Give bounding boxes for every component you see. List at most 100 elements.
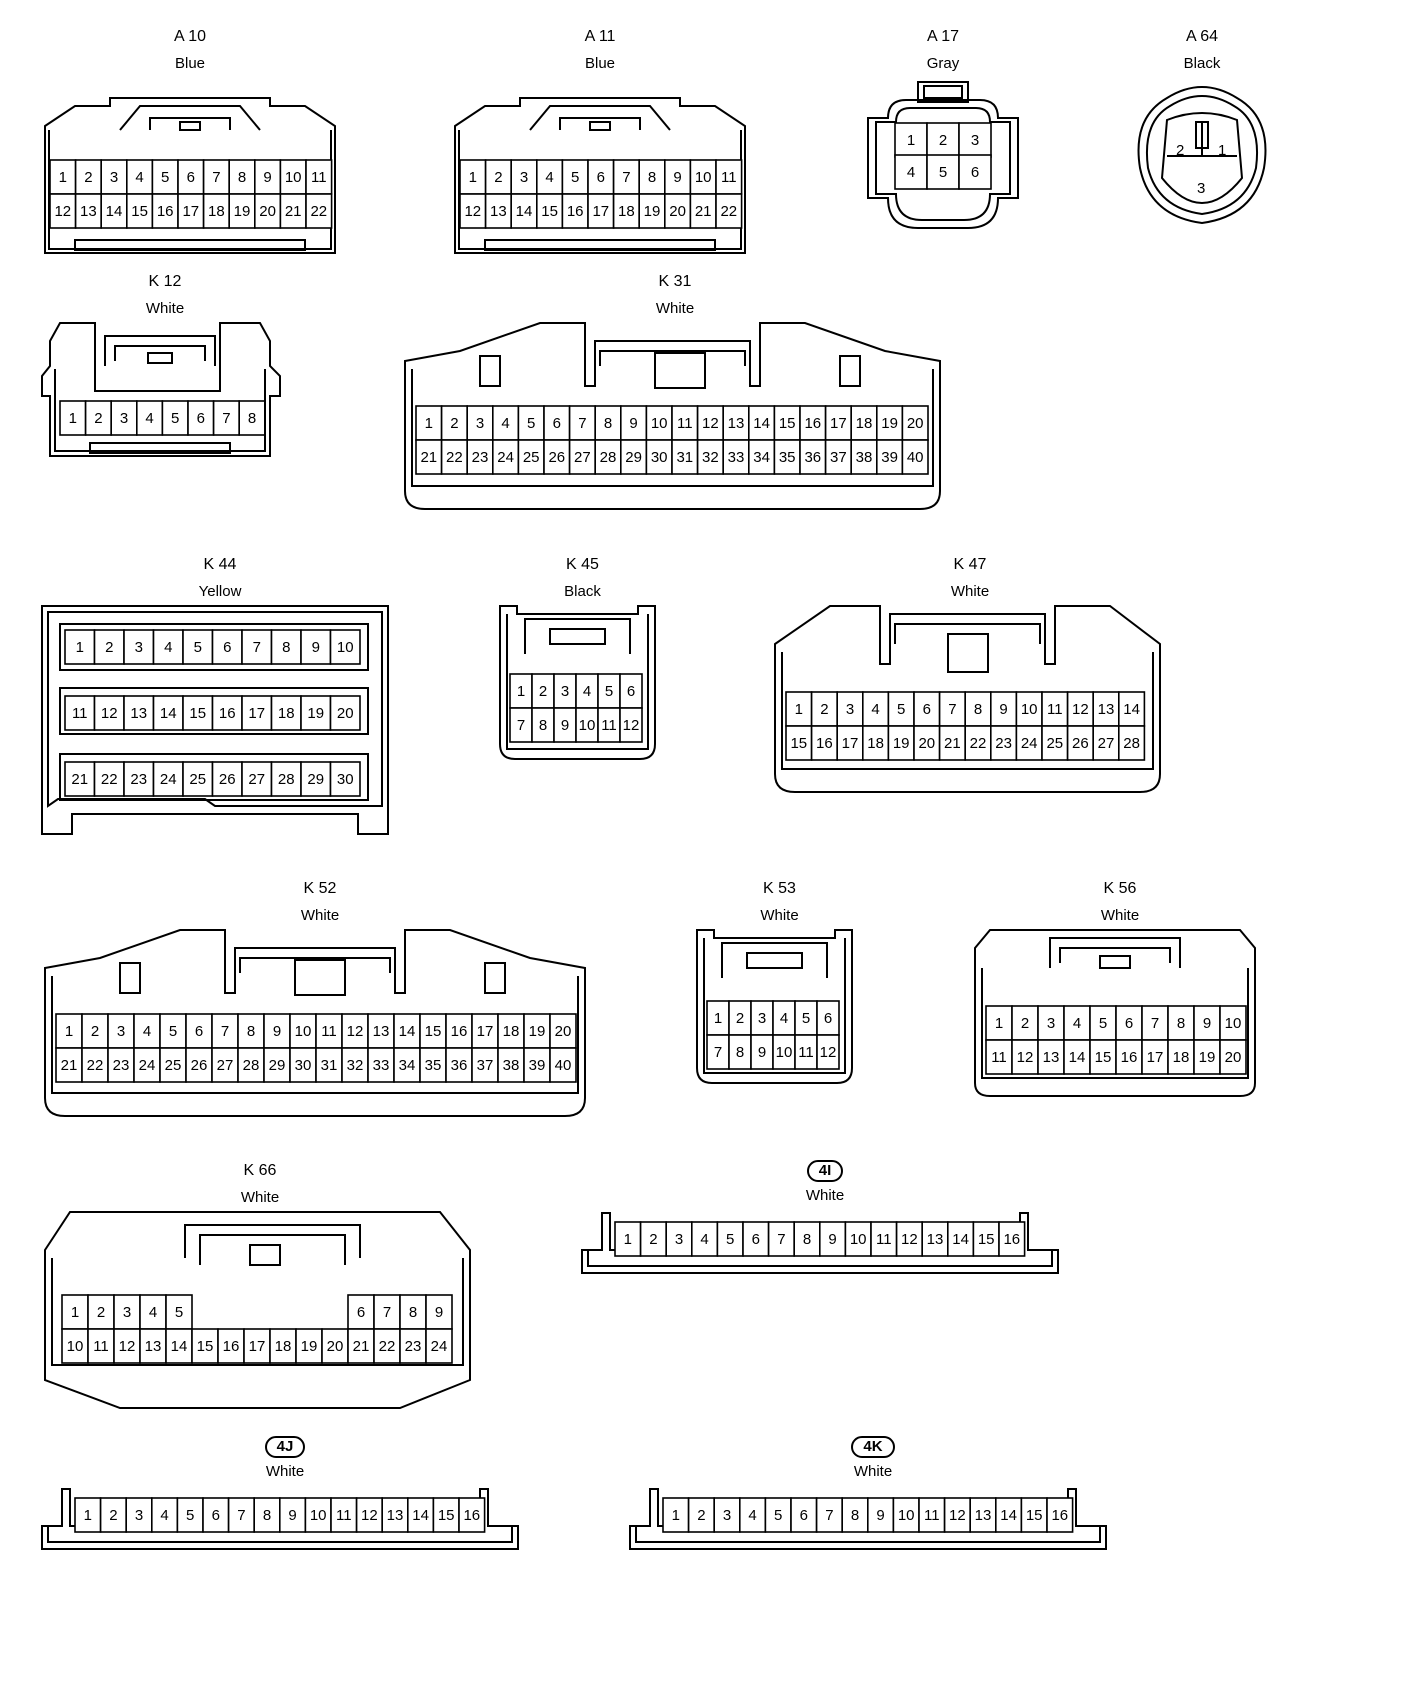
pin-number: 3: [110, 169, 118, 186]
pin-number: 15: [1095, 1049, 1112, 1066]
pin-cavity: [671, 439, 699, 475]
pin-number: 9: [312, 639, 320, 656]
pin-cavity: [329, 761, 361, 797]
pin-number: 18: [208, 203, 225, 220]
pin-number: 30: [337, 771, 354, 788]
pin-number: 17: [592, 203, 609, 220]
pin-cavity: [329, 629, 361, 665]
pin-number: 13: [1098, 701, 1115, 718]
pin-number: 5: [605, 683, 613, 700]
pin-number: 17: [830, 415, 847, 432]
pin-number: 23: [405, 1338, 422, 1355]
pin-number: 10: [285, 169, 302, 186]
pin-cavity: [367, 1047, 395, 1083]
pin-number: 17: [477, 1023, 494, 1040]
pin-cavity: [289, 1013, 317, 1049]
pin-cavity: [415, 439, 443, 475]
pin-cavity: [211, 1013, 239, 1049]
pin-number: 21: [285, 203, 302, 220]
pin-number: 10: [695, 169, 712, 186]
pin-number: 7: [517, 717, 525, 734]
pin-number: 5: [897, 701, 905, 718]
connector-id: K 53: [763, 880, 796, 897]
pin-cavity: [74, 193, 103, 229]
pin-cavity: [958, 154, 992, 190]
pin-number: 2: [697, 1507, 705, 1524]
pin-cavity: [662, 1497, 690, 1533]
pin-cavity: [253, 1497, 281, 1533]
pin-cavity: [497, 1047, 525, 1083]
pin-number: 14: [160, 705, 177, 722]
pin-number: 6: [627, 683, 635, 700]
pin-cavity: [793, 1221, 821, 1257]
pin-cavity: [185, 1047, 213, 1083]
pin-number: 38: [503, 1057, 520, 1074]
pin-number: 3: [520, 169, 528, 186]
pin-cavity: [305, 193, 333, 229]
pin-number: 2: [939, 132, 947, 149]
pin-cavity: [913, 691, 941, 727]
pin-number: 1: [795, 701, 803, 718]
pin-cavity: [1117, 691, 1146, 727]
pin-number: 4: [1073, 1015, 1081, 1032]
pin-cavity: [425, 1328, 453, 1364]
pin-number: 9: [561, 717, 569, 734]
pin-number: 12: [361, 1507, 378, 1524]
pin-number: 5: [161, 169, 169, 186]
pin-cavity: [689, 193, 717, 229]
pin-number: 32: [347, 1057, 364, 1074]
pin-number: 23: [130, 771, 147, 788]
pin-cavity: [799, 439, 827, 475]
pin-cavity: [824, 405, 853, 441]
pin-number: 7: [777, 1231, 785, 1248]
pin-number: 4: [871, 701, 879, 718]
pin-number: 10: [579, 717, 596, 734]
connector-body: [1137, 86, 1267, 225]
connector-id: A 64: [1185, 28, 1219, 45]
pin-number: 20: [327, 1338, 344, 1355]
pin-number: 16: [1051, 1507, 1068, 1524]
pin-number: 11: [321, 1023, 337, 1040]
pin-cavity: [212, 400, 241, 436]
connector-color: White: [853, 1463, 893, 1480]
a64-pin: 1: [1218, 142, 1227, 159]
pin-number: 3: [561, 683, 569, 700]
connector-id: A 17: [926, 28, 960, 45]
connector-color: White: [805, 1187, 845, 1204]
pin-number: 15: [541, 203, 558, 220]
pin-number: 13: [130, 705, 147, 722]
pin-number: 28: [243, 1057, 260, 1074]
pin-cavity: [510, 193, 538, 229]
pin-cavity: [159, 1013, 187, 1049]
pin-number: 16: [1121, 1049, 1138, 1066]
pin-number: 16: [157, 203, 174, 220]
pin-number: 11: [798, 1044, 814, 1061]
pin-number: 16: [1003, 1231, 1020, 1248]
pin-number: 12: [949, 1507, 966, 1524]
connector-id: K 31: [658, 273, 692, 290]
pin-number: 9: [876, 1507, 884, 1524]
pin-cavity: [300, 761, 332, 797]
pin-cavity: [990, 691, 1018, 727]
connector-color: Blue: [584, 55, 616, 72]
pin-number: 7: [578, 415, 586, 432]
pin-number: 40: [555, 1057, 572, 1074]
pin-cavity: [238, 400, 266, 436]
pin-cavity: [263, 1047, 291, 1083]
pin-number: 6: [971, 164, 979, 181]
pin-number: 22: [379, 1338, 396, 1355]
pin-cavity: [458, 1497, 486, 1533]
pin-number: 37: [830, 449, 847, 466]
pin-number: 8: [803, 1231, 811, 1248]
pin-number: 18: [618, 203, 635, 220]
pin-number: 25: [165, 1057, 182, 1074]
pin-cavity: [107, 1047, 135, 1083]
pin-number: 5: [939, 164, 947, 181]
pin-cavity: [1117, 725, 1146, 761]
pin-number: 2: [820, 701, 828, 718]
pin-number: 2: [494, 169, 502, 186]
pin-number: 16: [451, 1023, 468, 1040]
